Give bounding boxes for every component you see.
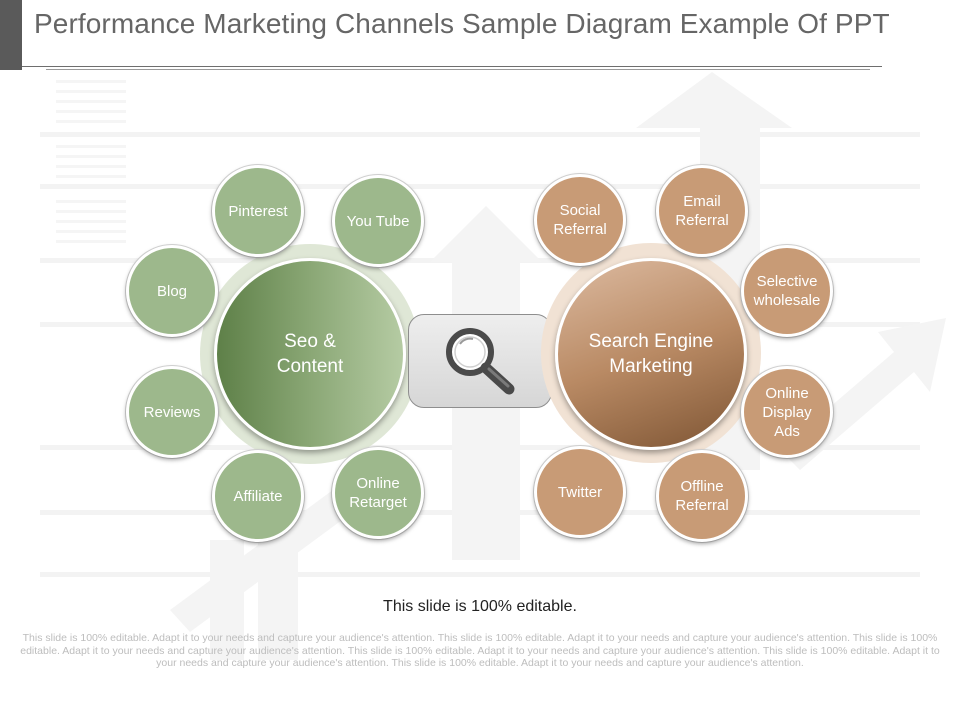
- selective-wholesale-circle: Selective wholesale: [741, 245, 833, 337]
- seo-content-label: Seo & Content: [276, 331, 344, 377]
- email-referral-circle: Email Referral: [656, 165, 748, 257]
- blog-label: Blog: [156, 282, 188, 300]
- editable-note: This slide is 100% editable.: [383, 598, 577, 615]
- center-connector: [408, 314, 552, 408]
- seo-content-center: Seo & Content: [214, 258, 406, 450]
- sem-label: Search Engine Marketing: [588, 331, 714, 377]
- twitter-label: Twitter: [557, 483, 603, 501]
- reviews-label: Reviews: [143, 403, 201, 421]
- youtube-circle: You Tube: [332, 175, 424, 267]
- online-display-ads-label: Online Display Ads: [762, 384, 812, 440]
- pinterest-label: Pinterest: [228, 202, 288, 220]
- affiliate-label: Affiliate: [233, 487, 283, 505]
- online-retarget-circle: Online Retarget: [332, 447, 424, 539]
- title-accent-bar: [0, 0, 22, 70]
- offline-referral-label: Offline Referral: [675, 478, 729, 514]
- blog-circle: Blog: [126, 245, 218, 337]
- footer-text: This slide is 100% editable. Adapt it to…: [20, 632, 940, 669]
- slide-title: Performance Marketing Channels Sample Di…: [34, 8, 890, 39]
- sem-center: Search Engine Marketing: [555, 258, 747, 450]
- social-referral-label: Social Referral: [553, 202, 607, 238]
- twitter-circle: Twitter: [534, 446, 626, 538]
- online-retarget-label: Online Retarget: [349, 475, 407, 511]
- title-divider: [22, 66, 882, 67]
- magnifier-icon: [446, 328, 515, 395]
- online-display-ads-circle: Online Display Ads: [741, 366, 833, 458]
- title-divider-secondary: [46, 69, 870, 70]
- selective-wholesale-label: Selective wholesale: [753, 273, 821, 309]
- reviews-circle: Reviews: [126, 366, 218, 458]
- affiliate-circle: Affiliate: [212, 450, 304, 542]
- youtube-label: You Tube: [346, 212, 410, 230]
- pinterest-circle: Pinterest: [212, 165, 304, 257]
- email-referral-label: Email Referral: [675, 193, 729, 229]
- offline-referral-circle: Offline Referral: [656, 450, 748, 542]
- social-referral-circle: Social Referral: [534, 174, 626, 266]
